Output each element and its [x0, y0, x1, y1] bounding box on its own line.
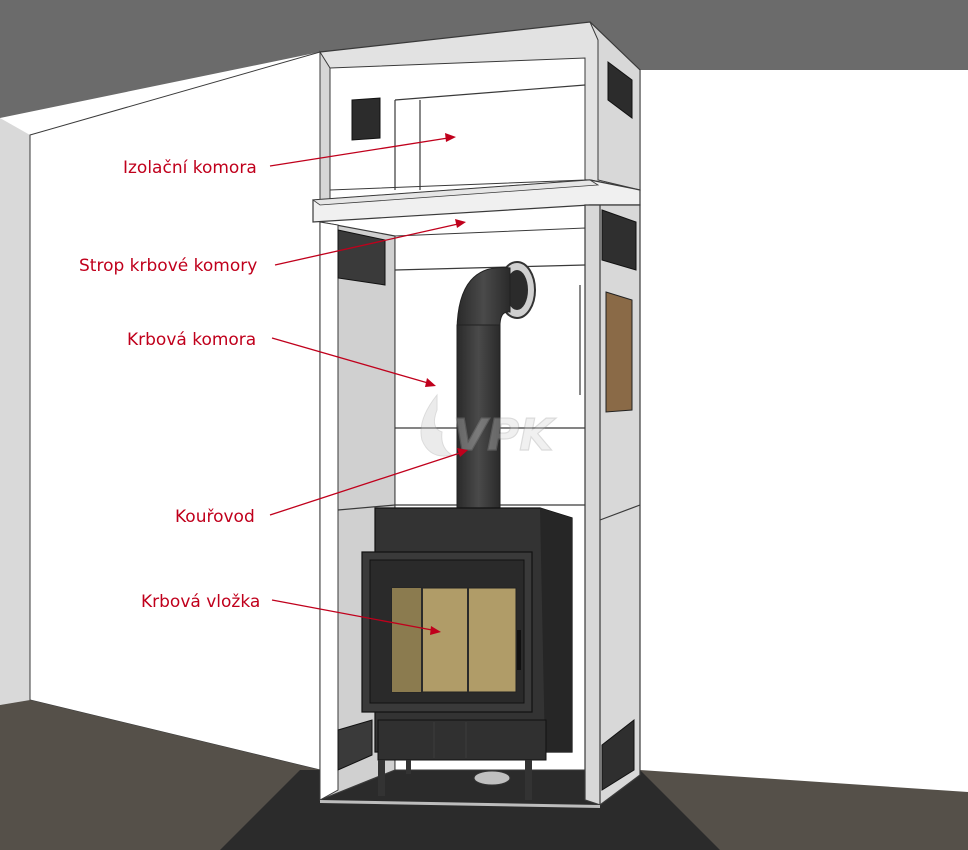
stove-base	[378, 720, 546, 760]
stove-insert	[362, 508, 572, 800]
label-izolacni-komora: Izolační komora	[123, 158, 257, 178]
insulation-chamber	[320, 22, 640, 200]
stove-side	[540, 508, 572, 752]
left-column-top	[320, 52, 330, 200]
door-handle	[517, 630, 521, 670]
vent-grille-upper-left	[352, 98, 380, 140]
label-krbova-vlozka: Krbová vložka	[141, 592, 260, 612]
air-inlet	[474, 771, 510, 785]
label-kourovod: Kouřovod	[175, 507, 255, 527]
label-strop-krbove-komory: Strop krbové komory	[79, 256, 257, 276]
label-krbova-komora: Krbová komora	[127, 330, 256, 350]
stove-leg-right	[525, 760, 532, 800]
left-cladding-front	[320, 222, 338, 800]
inspection-panel-right	[606, 292, 632, 412]
watermark-text: VPK	[453, 410, 556, 461]
vent-grille-left-side	[338, 230, 385, 285]
hearth-plate	[220, 770, 720, 850]
stove-leg-left	[378, 760, 385, 796]
left-wall	[0, 118, 30, 705]
back-wall-right	[640, 70, 968, 792]
